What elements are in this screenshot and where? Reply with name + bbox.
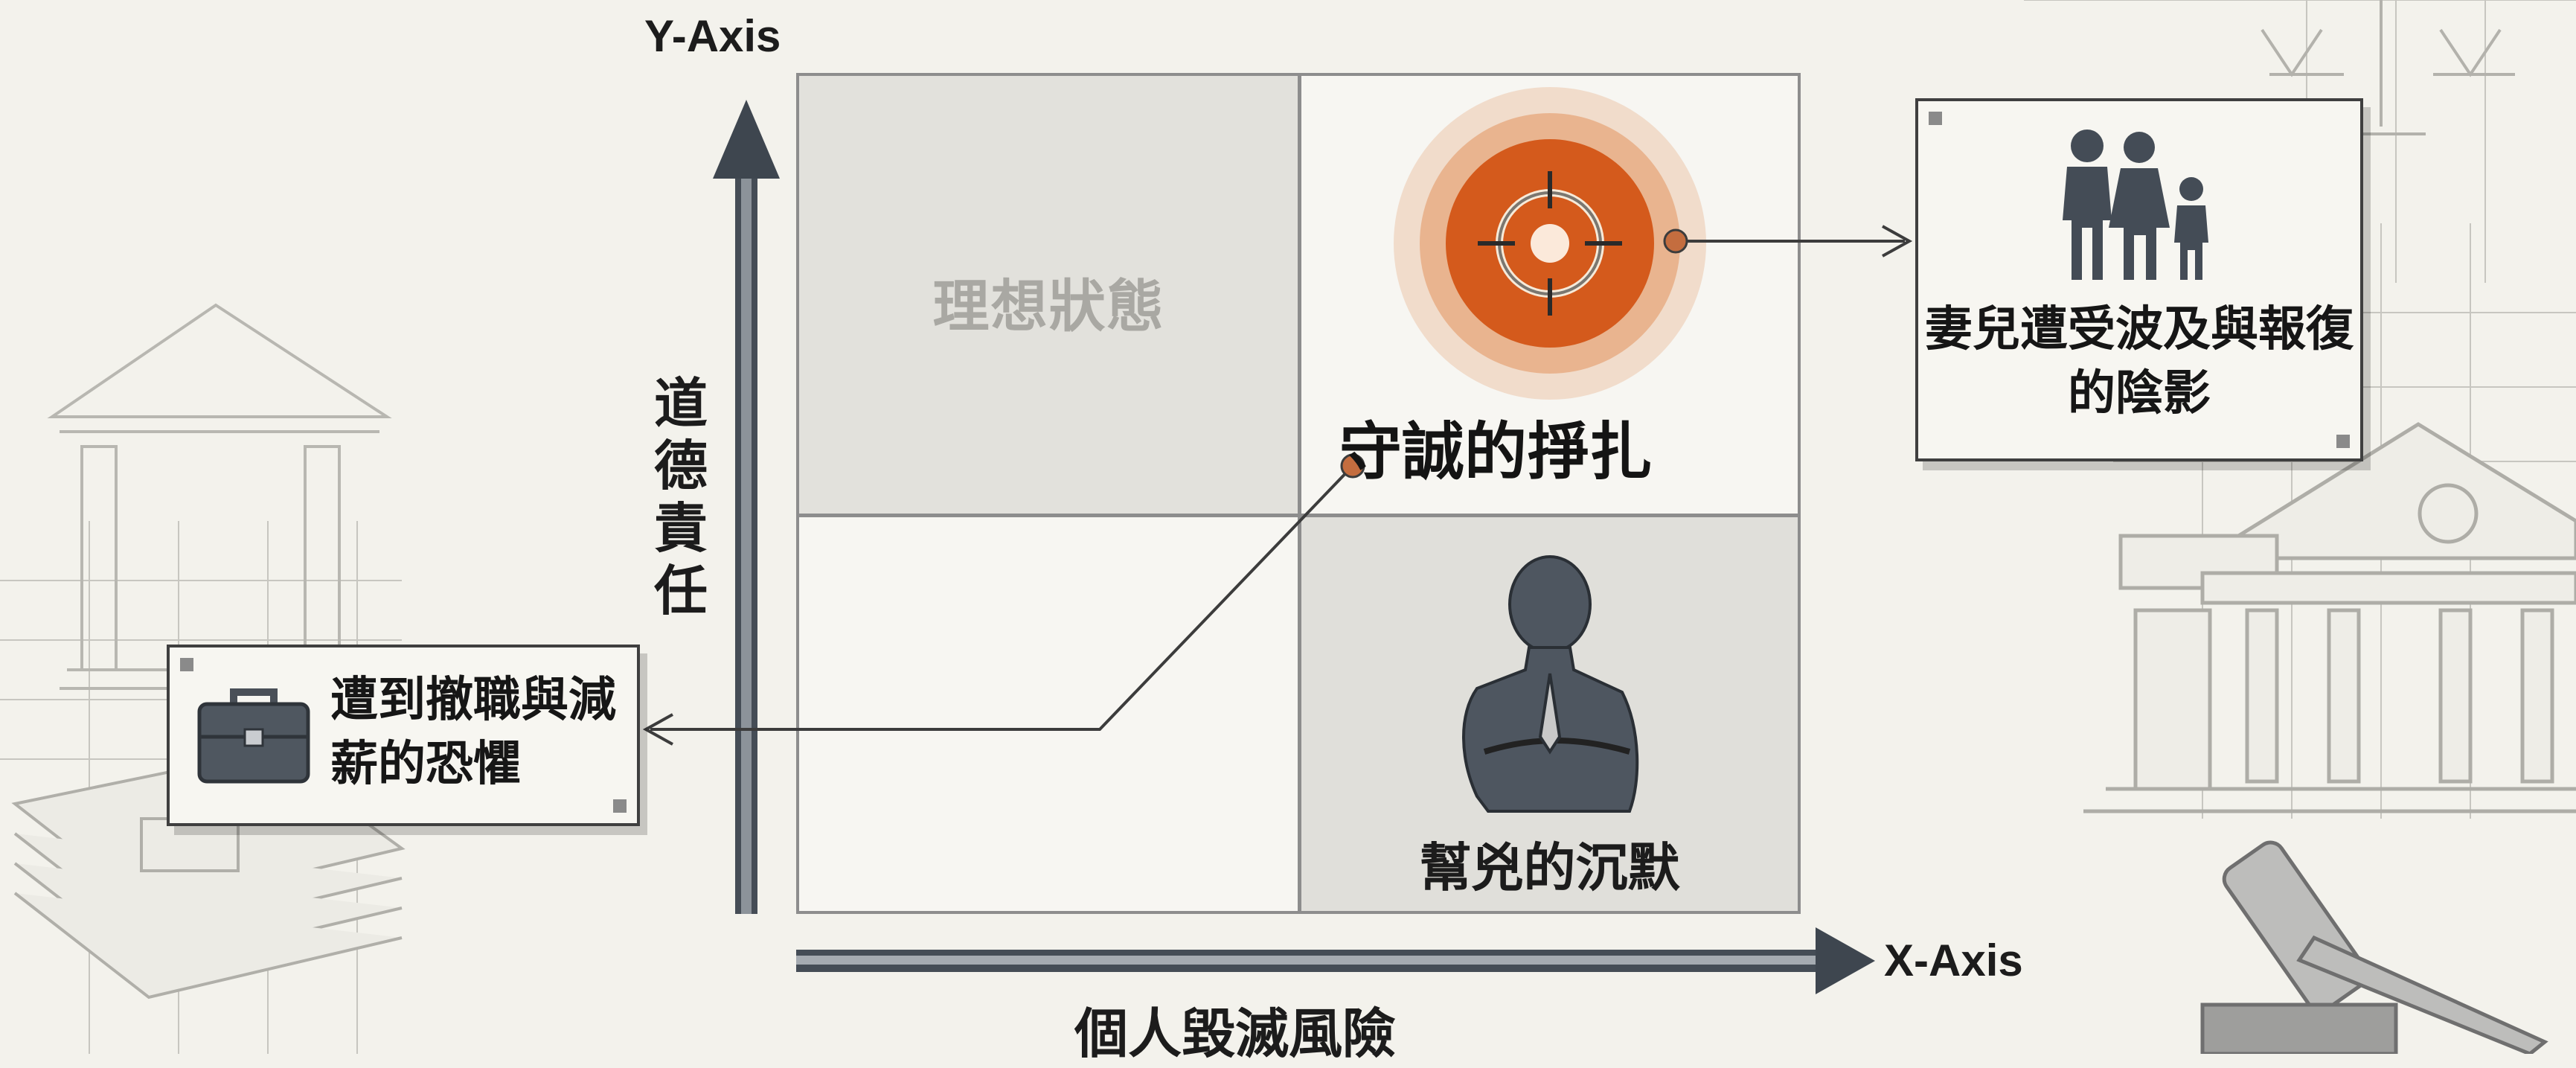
callout-text-fear: 遭到撤職與減薪的恐懼 bbox=[330, 673, 616, 792]
callout-card-family: 妻兒遭受波及與報復的陰影 bbox=[1915, 98, 2363, 461]
card-corner-mark bbox=[1929, 112, 1942, 125]
card-corner-mark bbox=[180, 658, 193, 671]
card-corner-mark bbox=[2336, 435, 2350, 448]
quadrant-label-ideal: 理想狀態 bbox=[932, 273, 1165, 339]
y-axis-label: 道德責任 bbox=[653, 372, 708, 622]
quadrant-label-integrity: 守誠的掙扎 bbox=[1339, 415, 1653, 488]
y-axis-title: Y-Axis bbox=[644, 11, 781, 61]
quadrant-bottom-left bbox=[799, 517, 1298, 911]
connector-family bbox=[1676, 225, 1913, 258]
quadrant-top-left bbox=[799, 76, 1298, 514]
horizontal-divider bbox=[796, 514, 1801, 517]
x-axis-label: 個人毀滅風險 bbox=[1074, 1003, 1396, 1065]
y-axis-arrow bbox=[713, 100, 780, 914]
family-icon bbox=[2063, 129, 2208, 280]
target-icon bbox=[1394, 87, 1706, 400]
callout-card-fear: 遭到撤職與減薪的恐懼 bbox=[167, 645, 640, 826]
silent-man-icon bbox=[1462, 555, 1639, 813]
vertical-divider bbox=[1298, 73, 1301, 914]
briefcase-icon bbox=[197, 688, 310, 784]
x-axis-arrow bbox=[796, 927, 1875, 994]
quadrant-label-silence: 幫兇的沉默 bbox=[1419, 837, 1680, 898]
courthouse-icon bbox=[2083, 422, 2576, 813]
callout-text-family: 妻兒遭受波及與報復的陰影 bbox=[1925, 302, 2354, 421]
card-corner-mark bbox=[613, 799, 627, 813]
gavel-icon bbox=[2200, 840, 2548, 1054]
x-axis-title: X-Axis bbox=[1884, 936, 2023, 985]
connector-fear bbox=[642, 464, 1354, 746]
